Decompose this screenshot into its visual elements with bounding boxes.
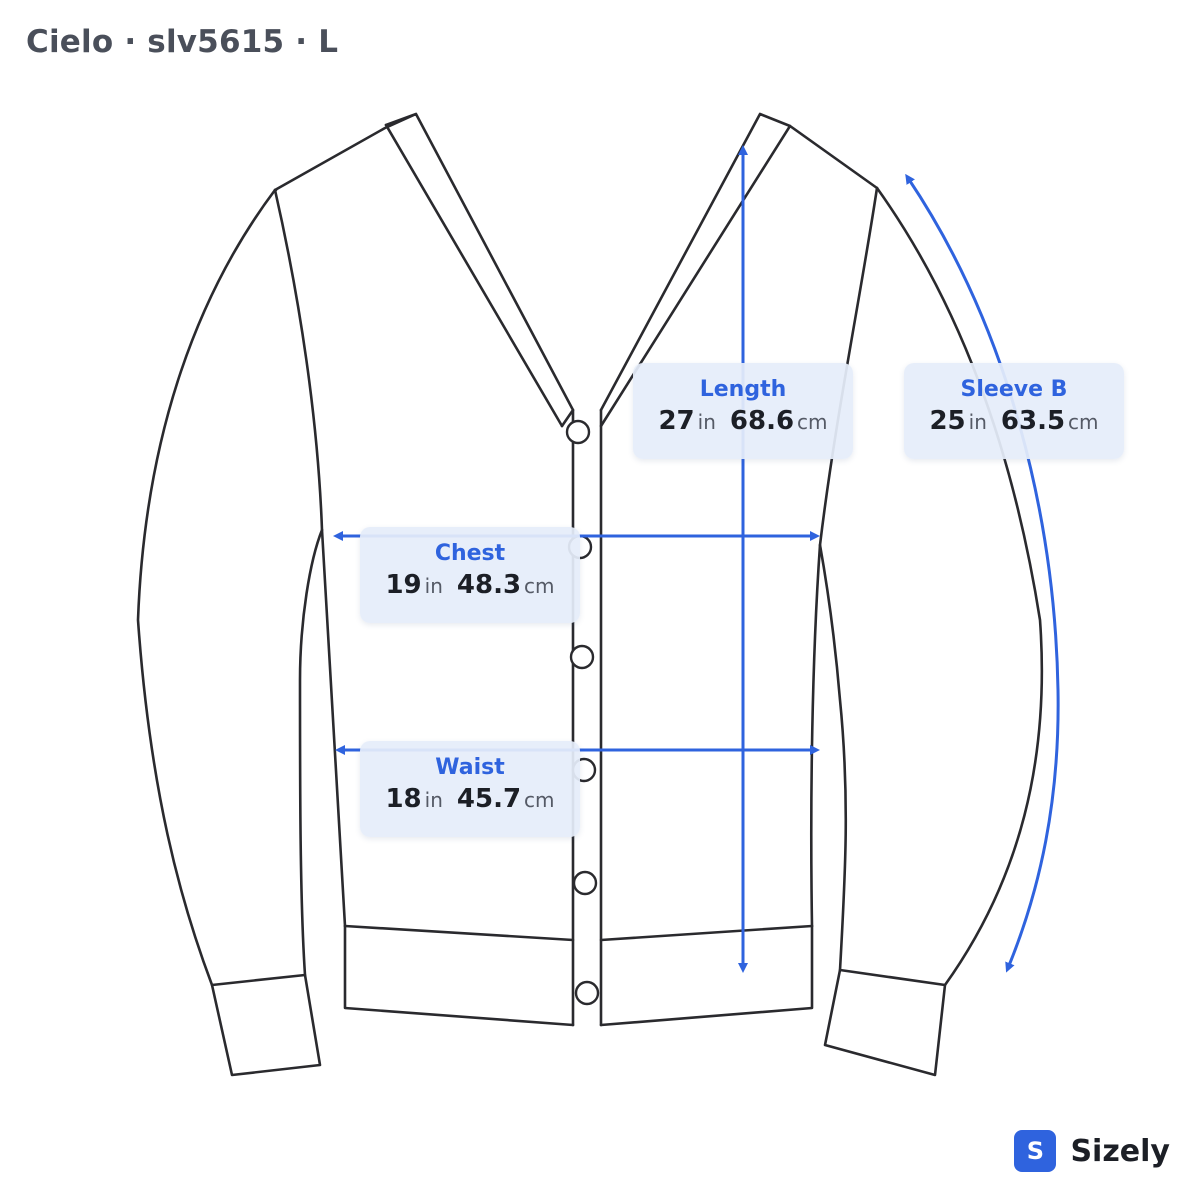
waist-cm-unit: cm: [524, 788, 555, 812]
waist-in-unit: in: [424, 788, 443, 812]
brand-logo-icon: S: [1014, 1130, 1057, 1172]
sleeve-cm-value: 63.5: [1000, 406, 1066, 436]
waist-cm-value: 45.7: [456, 784, 522, 814]
chest-cm-unit: cm: [524, 574, 555, 598]
hem-band-top: [343, 924, 814, 942]
button-1: [565, 419, 591, 445]
sleeve-in-unit: in: [968, 410, 987, 434]
cardigan-outline: [136, 112, 1044, 1077]
sleeve-in-value: 25: [929, 406, 966, 436]
button-6: [574, 980, 600, 1006]
collar-left-outer: [384, 123, 564, 428]
chest-in-value: 19: [385, 570, 422, 600]
sleeve-cm-unit: cm: [1068, 410, 1099, 434]
button-3: [569, 644, 595, 670]
right-cuff-line: [838, 968, 947, 987]
body-outline: [273, 112, 879, 412]
waist-label-name: Waist: [435, 755, 505, 780]
chest-label-name: Chest: [434, 541, 506, 566]
sleeve-measure-line: [905, 173, 1060, 973]
chest-in-unit: in: [424, 574, 443, 598]
brand-logo-group: S Sizely: [1014, 1130, 1170, 1172]
left-sleeve: [136, 188, 324, 1077]
page-title: Cielo · slv5615 · L: [26, 24, 339, 60]
length-in-unit: in: [697, 410, 716, 434]
left-cuff-line: [210, 973, 307, 987]
chest-cm-value: 48.3: [456, 570, 522, 600]
collar-right-outer: [599, 124, 792, 428]
length-cm-value: 68.6: [729, 406, 795, 436]
left-torso-side: [273, 188, 347, 928]
length-cm-unit: cm: [797, 410, 828, 434]
waist-in-value: 18: [385, 784, 422, 814]
hem-band: [343, 924, 814, 1027]
sleeve-label-name: Sleeve B: [960, 377, 1068, 402]
length-in-value: 27: [658, 406, 695, 436]
right-sleeve: [818, 186, 1044, 1077]
brand-name: Sizely: [1070, 1133, 1170, 1169]
button-5: [572, 870, 598, 896]
length-label-name: Length: [699, 377, 787, 402]
right-torso-side: [809, 186, 879, 928]
placket-left: [560, 408, 575, 1027]
